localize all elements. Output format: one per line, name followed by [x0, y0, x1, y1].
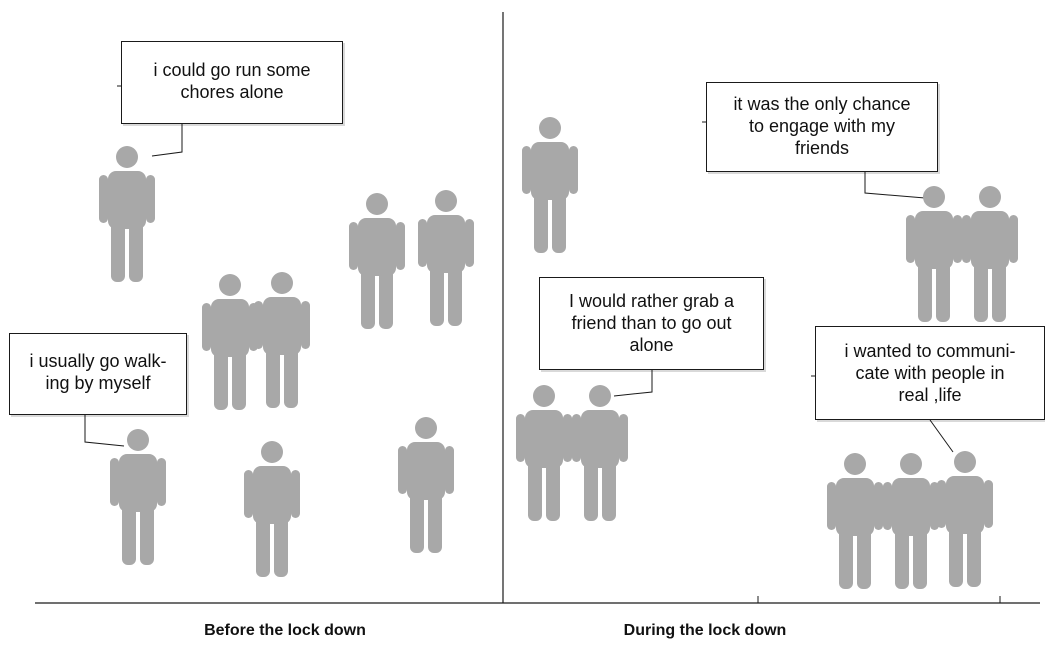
person-icon: [347, 192, 407, 329]
person-icon: [252, 271, 312, 408]
bubble-line: cate with people in: [855, 363, 1005, 383]
speech-bubble-walking: i usually go walk- ing by myself: [9, 333, 187, 415]
section-label-during: During the lock down: [623, 622, 787, 639]
bubble-line: i could go run some: [153, 60, 311, 80]
person-icon: [97, 145, 157, 282]
person-icon: [904, 185, 964, 322]
person-icon: [520, 116, 580, 253]
bubble-line: ing by myself: [45, 373, 151, 393]
person-icon: [935, 450, 995, 587]
connector-line: [929, 419, 954, 453]
person-icon: [960, 185, 1020, 322]
person-icon: [514, 384, 574, 521]
person-icon: [881, 452, 941, 589]
bubble-line: alone: [629, 335, 674, 355]
person-icon: [396, 416, 456, 553]
speech-bubble-chores: i could go run some chores alone: [121, 41, 343, 124]
person-icon: [416, 189, 476, 326]
speech-bubble-engage: it was the only chance to engage with my…: [706, 82, 938, 172]
bubble-line: to engage with my: [748, 116, 896, 136]
connector-line: [864, 172, 926, 199]
speech-bubble-communicate: i wanted to communi- cate with people in…: [815, 326, 1045, 420]
person-icon: [108, 428, 168, 565]
person-icon: [242, 440, 302, 577]
connector-line: [613, 370, 653, 397]
bubble-line: i wanted to communi-: [844, 341, 1016, 361]
bubble-line: real ,life: [898, 385, 962, 405]
bubble-line: I would rather grab a: [568, 291, 735, 311]
connector-line: [151, 124, 183, 157]
bubble-line: it was the only chance: [733, 94, 911, 114]
person-icon: [825, 452, 885, 589]
section-label-before: Before the lock down: [204, 622, 366, 639]
bubble-line: i usually go walk-: [29, 351, 167, 371]
person-icon: [570, 384, 630, 521]
speech-bubble-grab-friend: I would rather grab a friend than to go …: [539, 277, 764, 370]
bubble-line: friend than to go out: [571, 313, 732, 333]
bubble-line: friends: [794, 138, 850, 158]
person-icon: [200, 273, 260, 410]
connector-line: [84, 415, 125, 447]
bubble-line: chores alone: [180, 82, 284, 102]
